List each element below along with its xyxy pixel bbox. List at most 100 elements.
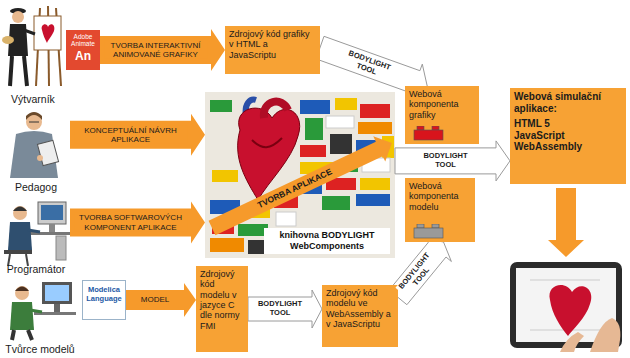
heart-lego-picture — [252, 138, 282, 147]
programmer-figure — [49, 224, 55, 232]
modeller-figure — [12, 330, 32, 340]
tablet-illustration — [560, 332, 584, 352]
process-box: Zdrojový kód modelu ve WebAssembly a v J… — [322, 285, 398, 347]
node-subtext: An — [68, 49, 98, 63]
block-arrow — [70, 114, 205, 156]
heart-lego-picture — [205, 92, 395, 258]
programmer-figure — [4, 202, 70, 266]
heart-lego-picture — [276, 212, 296, 226]
block-arrow — [395, 141, 510, 181]
programmer-figure — [41, 205, 63, 220]
lego-stud — [417, 224, 424, 228]
painter-figure — [24, 30, 35, 34]
programmer-figure — [13, 207, 27, 212]
tablet-illustration — [549, 285, 591, 336]
library-picture: knihovna BODYLIGHT WebComponents — [205, 92, 395, 258]
heart-lego-picture — [356, 194, 390, 206]
node-text: Pedagog — [15, 181, 57, 194]
heart-lego-picture — [205, 92, 395, 258]
person-figure: Výtvarník — [2, 2, 64, 106]
heart-lego-picture — [335, 98, 357, 110]
modeller-figure — [30, 310, 42, 312]
lego-stud — [432, 126, 439, 130]
lego-brick — [413, 126, 445, 141]
modeller-figure — [42, 282, 72, 304]
block-arrow — [248, 290, 322, 328]
tablet-illustration — [590, 318, 620, 352]
heart-lego-picture — [360, 104, 390, 118]
teacher-figure — [10, 131, 58, 178]
component-box: Webová komponenta modelu — [405, 178, 475, 242]
heart-lego-picture — [358, 122, 392, 134]
lego-brick — [413, 126, 445, 141]
lego-brick — [413, 224, 445, 239]
person-figure: Tvůrce modelů — [2, 278, 78, 356]
lego-brick — [413, 224, 445, 239]
arrow-label: TVORBA SOFTWAROVÝCH KOMPONENT APLIKACE — [74, 213, 187, 231]
arrow-label: BODYLIGHT TOOL — [421, 152, 471, 169]
node-text: Programátor — [7, 263, 65, 276]
painter-figure — [42, 24, 55, 43]
painter-figure — [34, 16, 61, 50]
lego-stud — [432, 224, 439, 228]
arrow-label: MODEL — [141, 295, 169, 304]
node-text: Webová simulační aplikace: — [514, 91, 622, 114]
programmer-figure — [38, 202, 66, 224]
node-text: Zdrojový kód modelu ve WebAssembly a v J… — [326, 288, 394, 329]
app-arrow — [206, 130, 398, 240]
node-text: Zdrojový kód grafiky v HTML a JavaScript… — [229, 29, 316, 60]
node-text: Modelica Language — [85, 285, 123, 303]
person-figure: Programátor — [2, 196, 70, 276]
heart-lego-picture — [322, 196, 350, 210]
app-arrow — [206, 130, 398, 240]
block-arrow — [389, 238, 451, 305]
person-figure: Pedagog — [2, 108, 70, 194]
node-text: Tvůrce modelů — [5, 343, 74, 356]
heart-lego-picture — [305, 118, 323, 140]
process-box: Zdrojový kód grafiky v HTML a JavaScript… — [225, 26, 320, 74]
block-arrow — [126, 283, 196, 317]
teacher-figure — [29, 122, 39, 123]
programmer-figure — [13, 206, 27, 220]
painter-figure — [12, 11, 24, 23]
heart-lego-picture — [300, 100, 330, 114]
result-box: Webová simulační aplikace: HTML 5 JavaScr… — [510, 88, 626, 184]
app-icon: Adobe AnimateAn — [66, 30, 100, 70]
programmer-figure — [4, 250, 32, 254]
painter-figure — [2, 36, 14, 44]
lego-body — [414, 130, 443, 140]
node-text: Výtvarník — [11, 93, 55, 106]
modeller-figure — [45, 285, 69, 301]
programmer-figure — [56, 236, 66, 260]
heart-lego-picture — [330, 134, 352, 154]
tablet-illustration — [510, 262, 622, 352]
modeller-figure — [15, 287, 29, 292]
programmer-figure — [8, 222, 32, 250]
arrow-label: KONCEPTUÁLNÍ NÁVRH APLIKACE — [74, 125, 187, 143]
node-text: Zdrojový kód modelu v jazyce C dle normy… — [200, 269, 244, 331]
node-text: Webová komponenta modelu — [409, 181, 471, 212]
lego-body — [414, 228, 443, 238]
lego-stud — [417, 126, 424, 130]
node-text: knihovna BODYLIGHT WebComponents — [264, 228, 390, 254]
heart-lego-picture — [210, 238, 244, 252]
block-arrow — [70, 201, 205, 243]
arrow-label: BODYLIGHT TOOL — [255, 300, 305, 317]
teacher-figure — [10, 112, 59, 178]
modeller-figure — [10, 302, 34, 330]
node-text: Adobe Animate — [68, 33, 98, 47]
modeller-figure — [10, 282, 76, 340]
programmer-figure — [28, 230, 40, 232]
teacher-figure — [37, 140, 58, 165]
down-arrow — [548, 188, 584, 257]
modeller-figure — [54, 304, 60, 312]
heart-lego-picture — [300, 145, 326, 157]
component-box: Webová komponenta grafiky — [405, 86, 479, 144]
teacher-figure — [26, 112, 42, 120]
node-text: Webová komponenta grafiky — [409, 89, 475, 120]
heart-lego-picture — [264, 102, 288, 118]
language-logo: Modelica Language — [82, 280, 126, 320]
heart-lego-picture — [212, 170, 238, 182]
node-subtext: HTML 5 JavaScript WebAssembly — [514, 118, 586, 153]
teacher-figure — [37, 155, 43, 161]
